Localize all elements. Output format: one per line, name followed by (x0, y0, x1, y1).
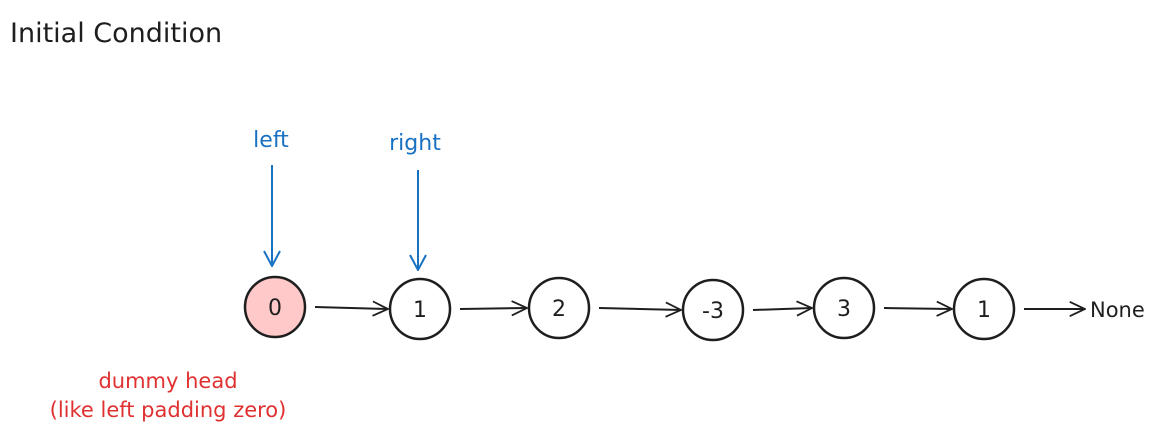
list-node (681, 278, 745, 342)
next-pointer-arrow (883, 308, 952, 309)
next-pointer-arrow (314, 307, 388, 309)
list-node-value: -3 (702, 299, 724, 324)
diagram-title: Initial Condition (10, 18, 222, 49)
left-pointer-label: left (253, 128, 289, 153)
list-node (952, 277, 1016, 341)
list-node (243, 275, 307, 339)
list-node-value: 3 (837, 297, 851, 322)
none-terminal-label: None (1090, 298, 1145, 322)
list-node-value: 2 (552, 297, 566, 322)
dummy-head-annotation-detail: (like left padding zero) (50, 398, 287, 422)
list-node (527, 276, 591, 340)
right-pointer-label: right (389, 131, 441, 156)
list-node (812, 276, 876, 340)
list-node-value: 0 (268, 296, 282, 321)
next-pointer-arrow (752, 308, 812, 310)
list-node-value: 1 (977, 298, 991, 323)
list-node-value: 1 (413, 298, 427, 323)
next-pointer-arrow (459, 308, 527, 309)
list-node (388, 277, 452, 341)
next-pointer-arrow (598, 308, 681, 310)
dummy-head-annotation: dummy head (98, 369, 237, 393)
